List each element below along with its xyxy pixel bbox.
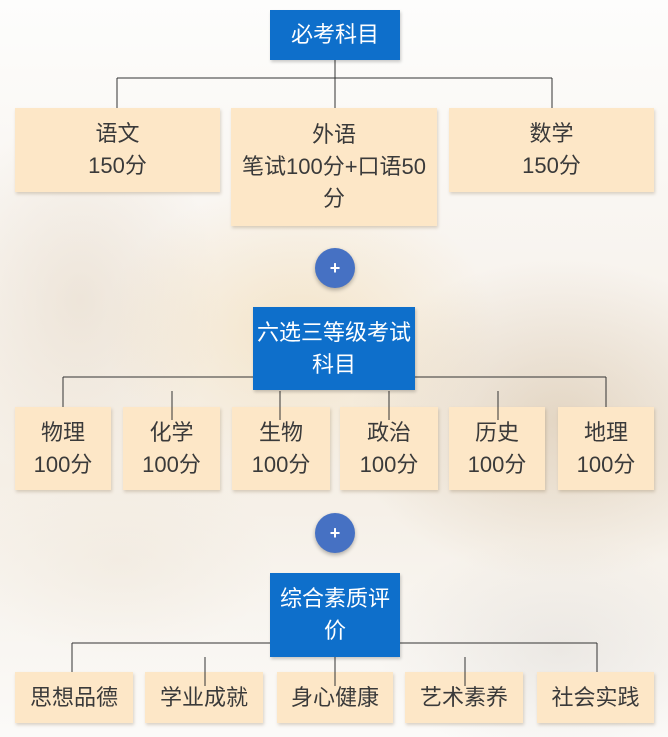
- subject-name: 历史: [474, 419, 519, 445]
- subject-card-physics: 物理 100分: [15, 407, 111, 490]
- plus-symbol: +: [329, 258, 341, 278]
- group-title: 必考科目: [290, 22, 379, 47]
- subject-name: 外语: [311, 122, 356, 147]
- subject-card-politics: 政治 100分: [340, 407, 438, 490]
- subject-score: 100分: [142, 451, 201, 477]
- eval-card-social-practice: 社会实践: [537, 672, 654, 723]
- subject-name: 化学: [149, 419, 194, 445]
- group-title: 六选三等级考试科目: [256, 319, 411, 377]
- subject-name: 生物: [258, 419, 303, 445]
- eval-item-name: 艺术素养: [419, 684, 508, 710]
- subject-card-math: 数学 150分: [449, 108, 654, 192]
- subject-name: 地理: [583, 419, 628, 445]
- plus-connector-icon: +: [315, 248, 355, 288]
- plus-symbol: +: [329, 523, 341, 543]
- group-header-required-subjects: 必考科目: [270, 10, 400, 60]
- subject-card-foreign-language: 外语 笔试100分+口语50分: [231, 108, 437, 226]
- group-title: 综合素质评价: [279, 586, 390, 643]
- eval-item-name: 社会实践: [551, 684, 640, 710]
- subject-name: 数学: [529, 121, 574, 146]
- subject-name: 物理: [40, 419, 85, 445]
- subject-score: 笔试100分+口语50分: [241, 154, 427, 211]
- eval-item-name: 学业成就: [159, 684, 248, 710]
- subject-card-geography: 地理 100分: [558, 407, 654, 490]
- eval-card-academic-achievement: 学业成就: [145, 672, 263, 723]
- subject-score: 100分: [467, 451, 527, 477]
- subject-card-biology: 生物 100分: [232, 407, 330, 490]
- group-header-comprehensive-evaluation: 综合素质评价: [270, 573, 400, 657]
- subject-name: 语文: [95, 121, 140, 146]
- subject-card-history: 历史 100分: [449, 407, 545, 490]
- eval-item-name: 身心健康: [290, 684, 379, 710]
- subject-score: 100分: [576, 451, 636, 477]
- subject-score: 100分: [251, 451, 311, 477]
- group-header-elective-subjects: 六选三等级考试科目: [253, 307, 415, 390]
- eval-card-moral-character: 思想品德: [15, 672, 133, 723]
- plus-connector-icon: +: [315, 513, 355, 553]
- subject-score: 150分: [88, 153, 147, 178]
- subject-card-chinese: 语文 150分: [15, 108, 220, 192]
- subject-card-chemistry: 化学 100分: [123, 407, 220, 490]
- subject-score: 100分: [359, 451, 419, 477]
- subject-score: 100分: [33, 451, 93, 477]
- eval-item-name: 思想品德: [29, 684, 118, 710]
- eval-card-arts: 艺术素养: [405, 672, 523, 723]
- subject-score: 150分: [522, 153, 581, 178]
- subject-name: 政治: [366, 419, 411, 445]
